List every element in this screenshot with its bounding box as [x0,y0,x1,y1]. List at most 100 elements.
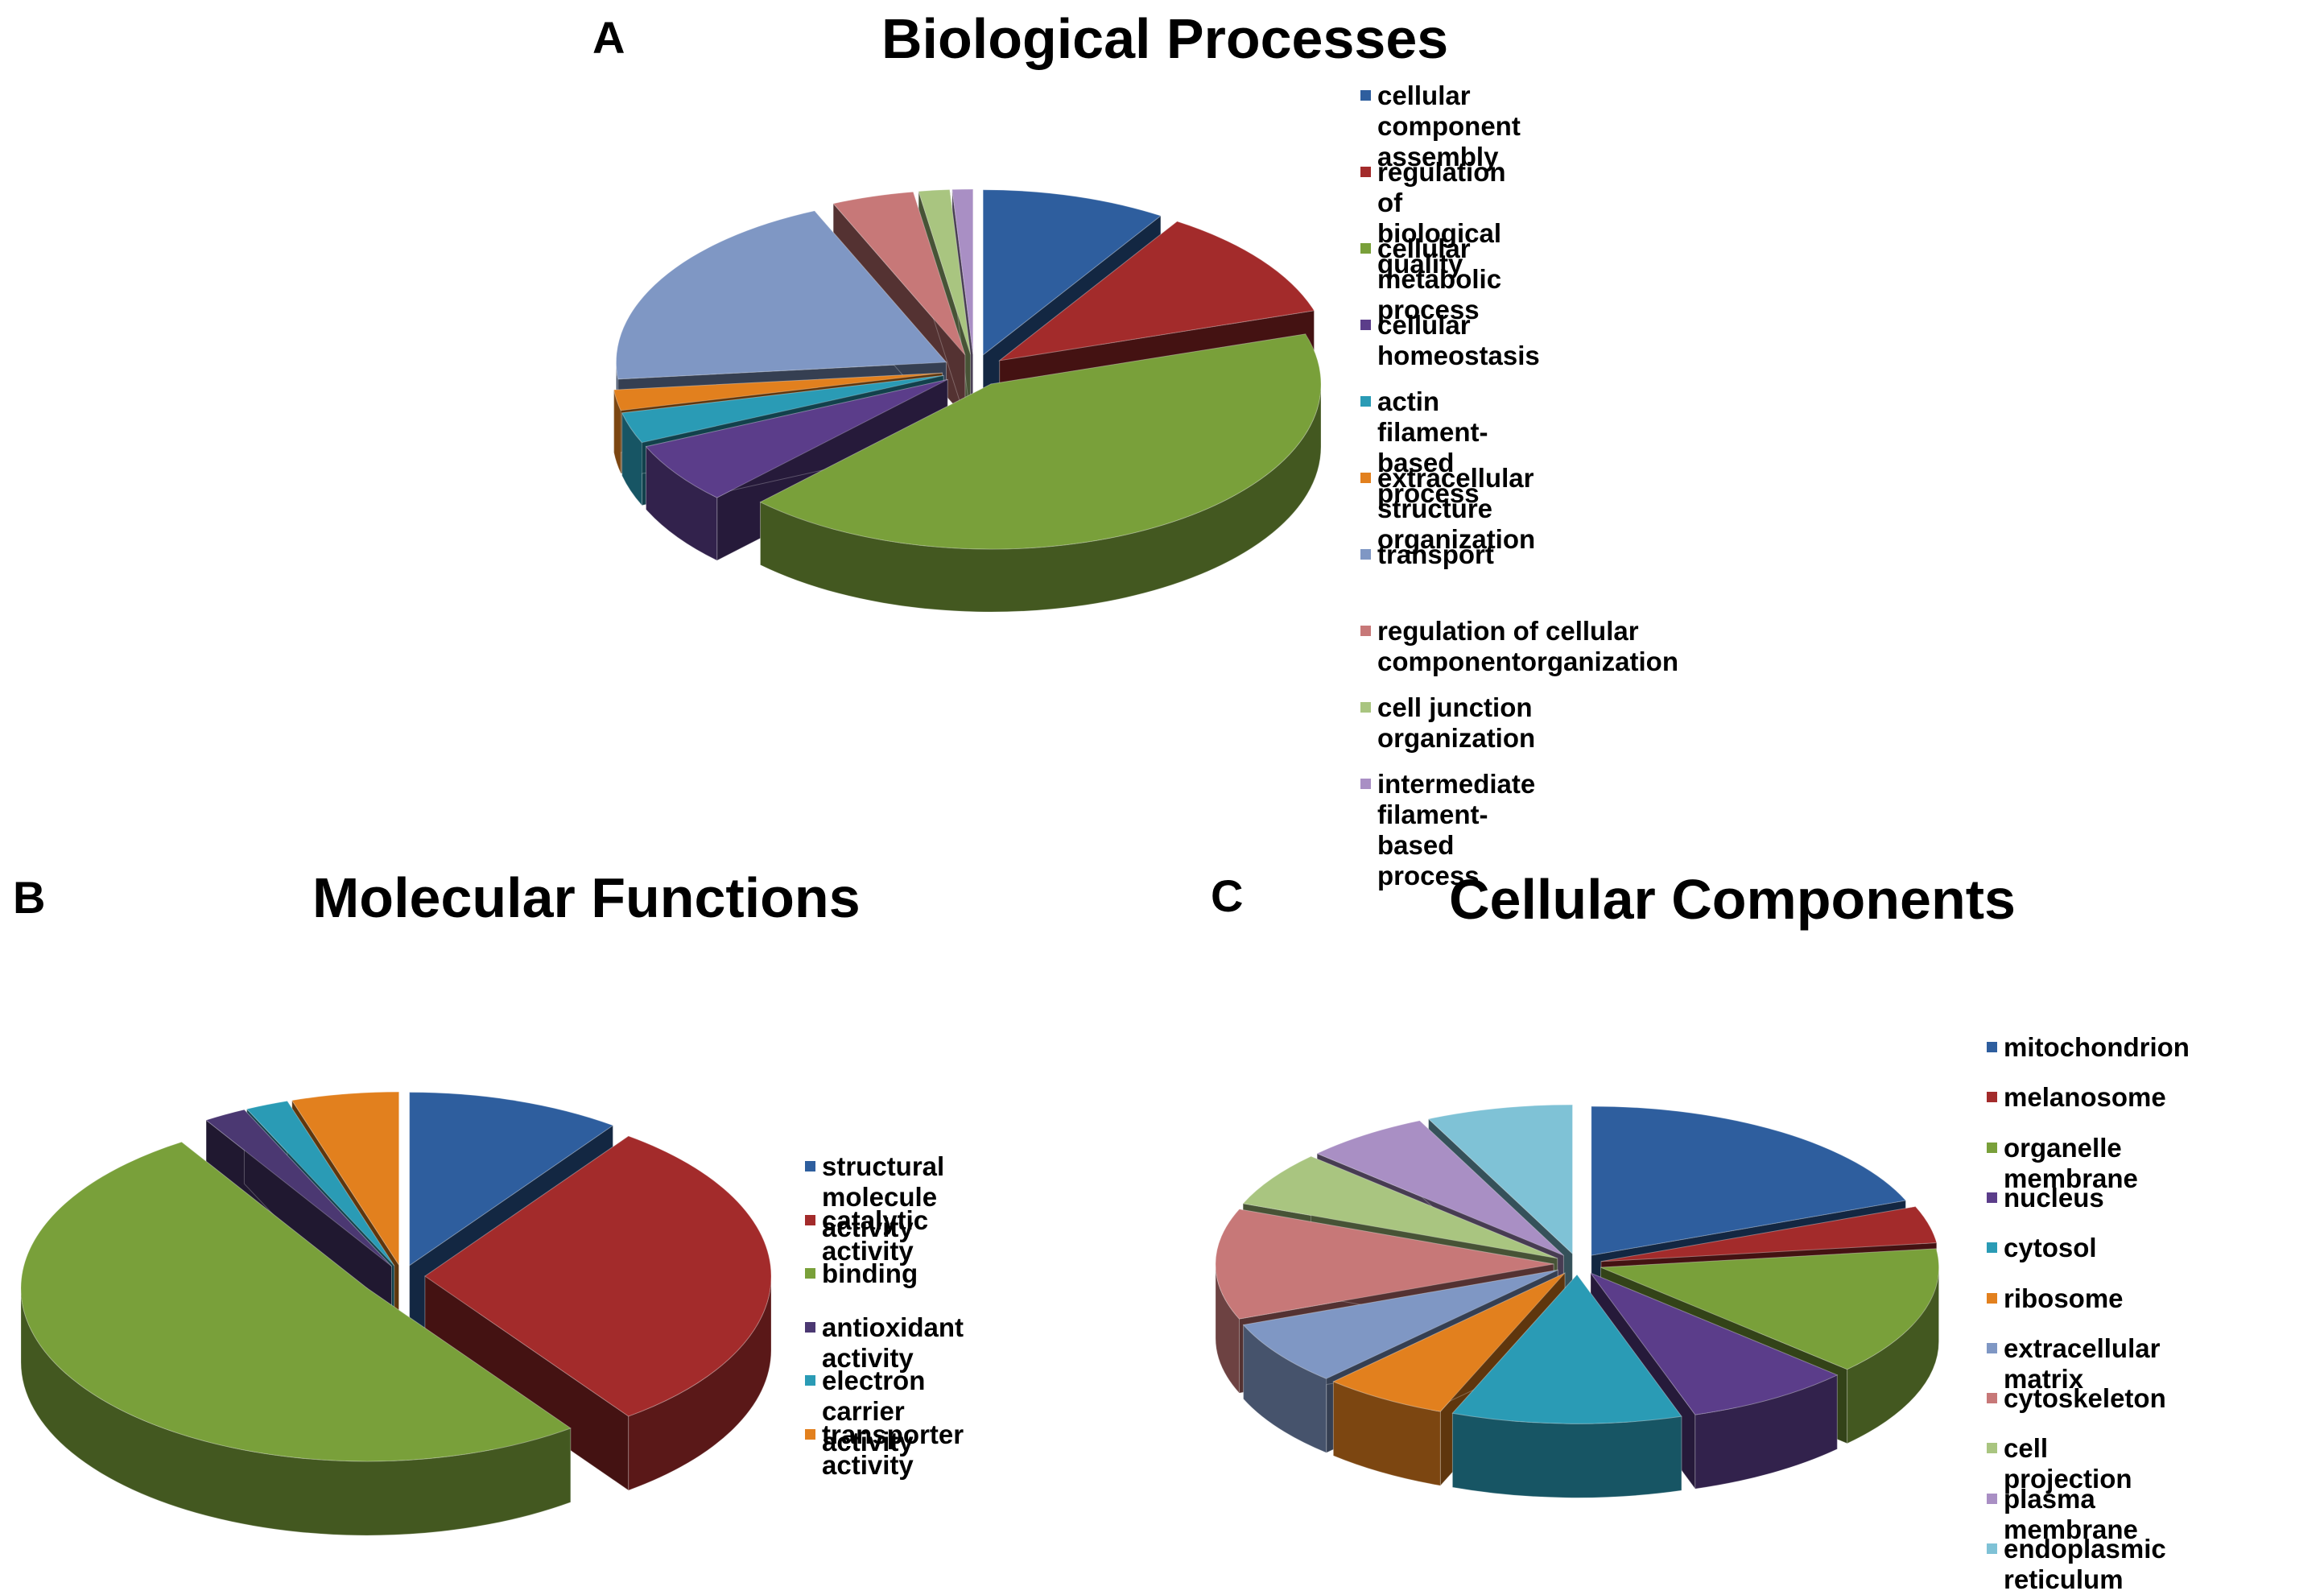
legend-swatch [1360,779,1371,789]
legend-label: endoplasmic reticulum [2004,1534,2166,1594]
legend-label: regulation of biological quality [1377,157,1506,279]
pie-slice-endoplasmic-reticulum-top [1427,1104,1573,1255]
legend-label: plasma membrane [2004,1483,2138,1544]
pie-slice-extracellular-matrix-top [1242,1269,1558,1379]
pie-slice-cellular-metabolic-process-group [759,333,1322,613]
legend-label: antioxidant activity [822,1312,964,1373]
legend-label: ribosome [2004,1283,2124,1313]
legend-swatch [1987,1393,1997,1404]
legend-item-transport: transport [1360,539,1494,570]
legend-label: extracellular matrix [2004,1333,2161,1394]
pie-slice-organelle-membrane-top [1600,1248,1940,1370]
pie-slice-intermediate-filament-based-process-top [951,188,974,355]
legend-swatch [1987,1543,1997,1554]
legend-item-transporter-activity: transporter activity [805,1419,964,1481]
legend-swatch [1360,396,1371,407]
legend-item-intermediate-filament-based-process: intermediate filament-based process [1360,769,1535,891]
pie-slice-ribosome-group [1332,1271,1566,1487]
legend-label: extracellular structure organization [1377,463,1536,554]
legend-item-actin-filament-based-process: actin filament-based process [1360,386,1488,509]
legend-label: catalytic activity [822,1205,929,1266]
legend-label: cellular metabolic process [1377,233,1502,324]
legend-label: nucleus [2004,1182,2104,1213]
legend-item-catalytic-activity: catalytic activity [805,1205,928,1266]
legend-item-plasma-membrane: plasma membrane [1987,1484,2138,1545]
pie-slice-catalytic-activity-group [424,1135,772,1491]
legend-item-structural-molecule-activity: structural molecule activity [805,1151,944,1243]
legend-item-cellular-metabolic-process: cellular metabolic process [1360,233,1501,325]
pie-slice-cytosol-side [1451,1412,1682,1498]
pie-slice-cytosol-group [1451,1273,1682,1498]
legend-label: transporter activity [822,1419,964,1480]
legend-swatch [1360,626,1371,636]
legend-item-mitochondrion: mitochondrion [1987,1032,2190,1063]
legend-swatch [1987,1292,1997,1304]
legend-swatch [1987,1242,1997,1254]
pie-slice-extracellular-structure-organization-top [613,372,943,411]
pie-slice-cytosol-top [1451,1274,1682,1424]
legend-swatch [805,1375,815,1386]
legend-swatch [805,1268,815,1279]
legend-swatch [1987,1192,1997,1203]
legend-swatch [1987,1042,1997,1052]
legend-item-endoplasmic-reticulum: endoplasmic reticulum [1987,1534,2166,1595]
legend-item-melanosome: melanosome [1987,1082,2166,1113]
pie-slice-regulation-of-biological-quality-top [997,221,1315,362]
panel-a-letter: A [592,12,625,63]
legend-item-cellular-component-assembly: cellular component assembly [1360,81,1521,172]
panel-c-letter: C [1211,870,1244,921]
pie-slice-cellular-homeostasis-top [645,378,948,498]
legend-label: cell projection [2004,1433,2132,1494]
legend-swatch [805,1321,815,1333]
legend-label: cellular homeostasis [1377,310,1540,370]
legend-item-electron-carrier-activity: electron carrier activity [805,1366,925,1457]
legend-label: regulation of cellular componentorganiza… [1377,616,1678,676]
legend-swatch [1987,1493,1997,1504]
legend-swatch [1360,243,1371,254]
legend-item-binding: binding [805,1258,918,1289]
legend-label: cellular component assembly [1377,81,1521,171]
legend-swatch [1987,1142,1997,1153]
legend-swatch [1360,320,1371,330]
legend-swatch [1360,702,1371,713]
panel-a-title: Biological Processes [881,7,1449,70]
pie-slice-binding-group [20,1141,572,1536]
panel-b-title: Molecular Functions [312,866,861,929]
legend-swatch [1987,1092,1997,1103]
legend-swatch [805,1161,815,1171]
panel-c-title: Cellular Components [1449,868,2016,931]
pie-slice-cellular-component-assembly-top [982,189,1162,356]
pie-slice-cell-projection-top [1242,1155,1558,1259]
legend-label: actin filament-based process [1377,386,1488,508]
legend-swatch [1360,167,1371,177]
pie-slice-cytoskeleton-top [1215,1209,1554,1320]
legend-label: melanosome [2004,1082,2166,1113]
pie-slice-plasma-membrane-top [1315,1120,1564,1256]
pie-slice-cell-junction-organization-top [918,189,972,355]
legend-item-antioxidant-activity: antioxidant activity [805,1312,964,1374]
pie-slice-nucleus-top [1589,1272,1839,1415]
legend-item-regulation-of-biological-quality: regulation of biological quality [1360,157,1506,279]
pie-slice-regulation-of-cellular-component-organization-top [832,191,966,356]
legend-label: transport [1377,539,1494,569]
pie-slice-antioxidant-activity-top [205,1109,392,1267]
pie-slice-catalytic-activity-side [628,1275,772,1491]
legend-label: organelle membrane [2004,1132,2138,1193]
pie-slice-binding-top [20,1141,572,1462]
legend-swatch [1987,1443,1997,1454]
pie-slice-catalytic-activity-wall-end [424,1275,630,1491]
pie-slice-electron-carrier-activity-top [246,1100,395,1266]
legend-swatch [805,1428,815,1440]
legend-item-cellular-homeostasis: cellular homeostasis [1360,310,1540,371]
legend-label: binding [822,1258,918,1288]
pie-slice-nucleus-group [1589,1271,1839,1490]
pie-slice-actin-filament-based-process-top [621,374,944,444]
legend-item-extracellular-structure-organization: extracellular structure organization [1360,463,1535,555]
legend-label: cytoskeleton [2004,1383,2166,1414]
legend-label: cell junction organization [1377,692,1536,753]
legend-label: cytosol [2004,1233,2097,1263]
pie-slice-ribosome-top [1332,1272,1566,1412]
